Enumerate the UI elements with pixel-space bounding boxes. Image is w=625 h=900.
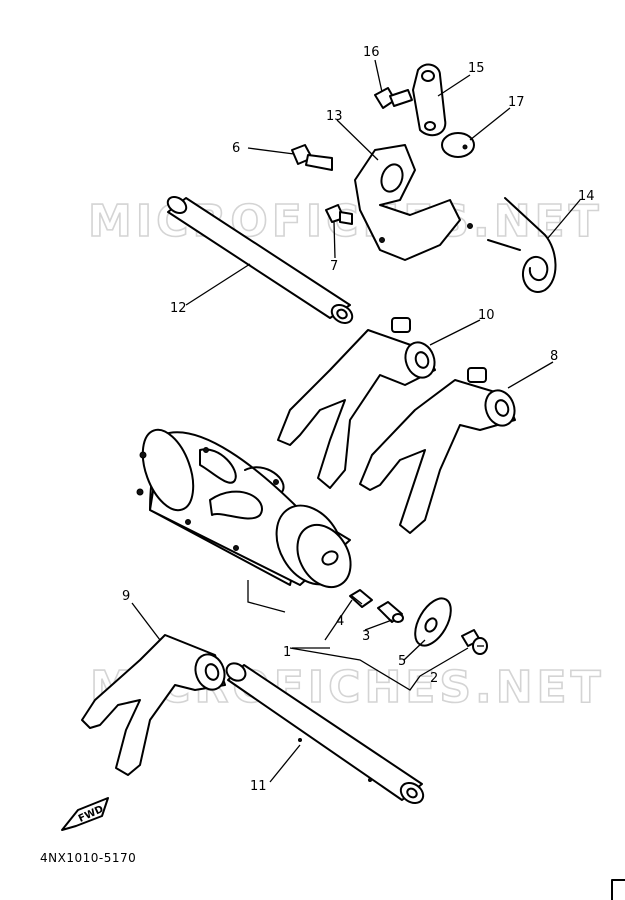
corner-mark [611, 879, 625, 900]
callout-2: 2 [430, 671, 438, 686]
diagram-code: 4NX1010-5170 [40, 851, 137, 865]
callout-1: 1 [283, 645, 291, 660]
leader-lines [131, 59, 581, 783]
callout-labels: 16 15 17 13 14 6 7 12 10 8 9 4 3 1 5 2 1… [122, 45, 595, 794]
fwd-arrow: FWD [61, 797, 109, 831]
callout-15: 15 [468, 61, 485, 76]
part-14-spring [487, 197, 557, 293]
callout-10: 10 [478, 308, 495, 323]
callout-9: 9 [122, 589, 130, 604]
callout-6: 6 [232, 141, 240, 156]
part-12-shaft [166, 195, 354, 324]
part-5-plate [414, 597, 452, 647]
part-9-shift-fork [81, 634, 226, 776]
callout-17: 17 [508, 95, 525, 110]
part-7-bolt [325, 204, 353, 225]
part-15-lever [412, 63, 447, 137]
part-11-shaft [225, 662, 425, 805]
part-6-bolt [291, 144, 333, 171]
part-4-pin [349, 589, 373, 608]
callout-5: 5 [398, 654, 406, 669]
part-13-stopper-lever [354, 144, 473, 261]
part-16-bolt [374, 87, 413, 109]
callout-3: 3 [362, 629, 370, 644]
callout-7: 7 [330, 259, 338, 274]
part-3-pin [377, 601, 404, 623]
part-2-screw [461, 629, 488, 655]
part-1-shift-drum [136, 428, 352, 588]
part-8-shift-fork [359, 367, 516, 534]
part-10-shift-fork [277, 317, 436, 489]
callout-13: 13 [326, 109, 343, 124]
callout-16: 16 [363, 45, 380, 60]
callout-11: 11 [250, 779, 267, 794]
callout-12: 12 [170, 301, 187, 316]
callout-8: 8 [550, 349, 558, 364]
callout-14: 14 [578, 189, 595, 204]
callout-4: 4 [336, 614, 344, 629]
part-17-washer [441, 132, 475, 158]
